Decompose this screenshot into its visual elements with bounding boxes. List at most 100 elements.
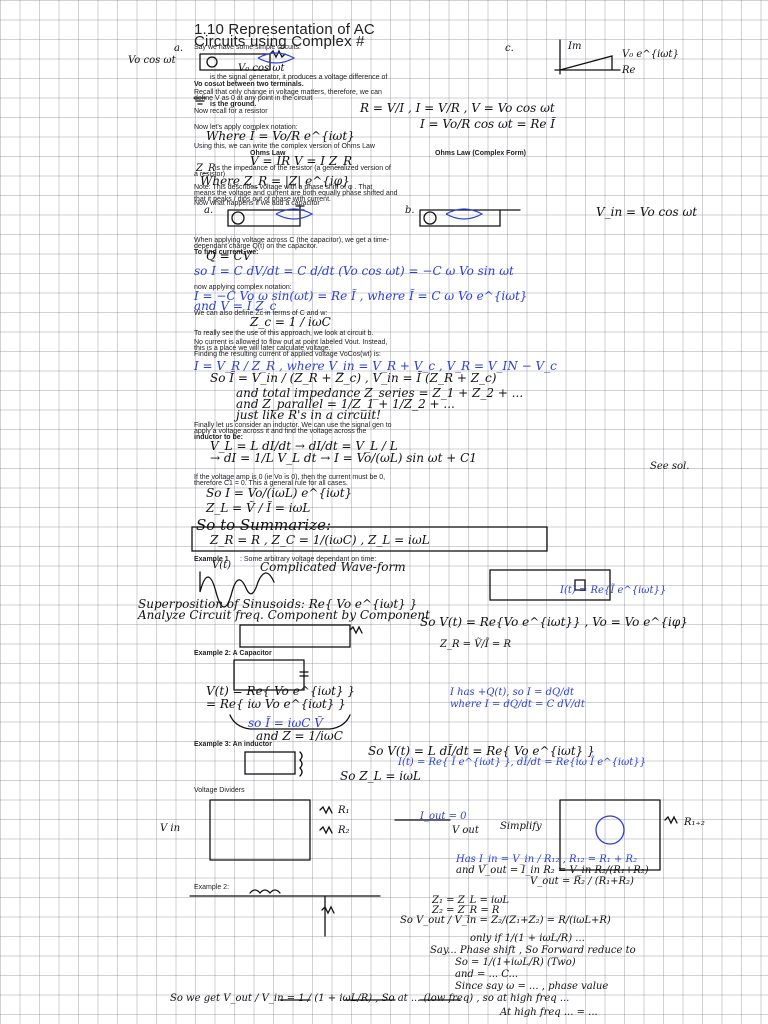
example1-circuit-frame xyxy=(489,569,611,601)
hand-i-tilde: I = Vo/R cos ωt = Re Ĩ xyxy=(420,117,556,131)
hand-label-c: c. xyxy=(505,43,514,54)
typed-inductor3: inductor to be: xyxy=(194,434,243,441)
typed-really-see: To really see the use of this approach, … xyxy=(194,330,374,337)
typed-no-current2: this is a place we will later calculate … xyxy=(194,345,331,352)
capacitor-example-frame xyxy=(233,659,309,691)
hand-since: Since say ω = ... , phase value xyxy=(455,981,609,992)
hand-vin-eq: V_in = Vo cos ωt xyxy=(596,205,698,219)
hand-where-i2: where I = dQ/dt = C dV/dt xyxy=(450,699,585,710)
hand-has: Has I_in = V_in / R₁₂ , R₁₂ = R₁ + R₂ xyxy=(456,854,638,865)
hand-so-i3: So I = Vo/(iωL) e^{iωt} xyxy=(206,486,353,500)
hand-vl: V_L = L dI/dt → dI/dt = V_L / L xyxy=(210,439,398,453)
typed-find-current: To find current, we: xyxy=(194,249,259,256)
hand-r12: R₁₊₂ xyxy=(684,817,705,828)
summary-impedances: Z_R = R , Z_C = 1/(iωC) , Z_L = iωL xyxy=(210,533,430,547)
typed-example1: Example 1 xyxy=(194,556,229,563)
hand-vout-frac: V_out = R₂ / (R₁+R₂) xyxy=(530,876,634,887)
typed-now-complex: now applying complex notation: xyxy=(194,284,292,291)
typed-capacitor: Now what happens if we add a capacitor xyxy=(194,200,320,207)
typed-resistor: Now recall for a resistor xyxy=(194,108,268,115)
hand-label-a: a. xyxy=(174,43,184,54)
hand-re-eiw: = Re{ iω Vo e^{iωt} } xyxy=(206,697,346,711)
hand-only: only if 1/(1 + iωL/R) ... xyxy=(470,933,585,944)
resistor-symbol xyxy=(269,49,286,59)
hand-vout: V out xyxy=(452,825,479,836)
voltage-divider-circuit xyxy=(209,799,451,861)
simplified-circuit xyxy=(559,799,678,871)
hand-vt-re: V(t) = Re{ Vo e^{iωt} } xyxy=(206,684,356,698)
typed-define-zc: We can also define Zc in terms of C and … xyxy=(194,310,328,317)
hand-complicated: Complicated Wave-form xyxy=(260,560,406,574)
hand-superposition: Superposition of Sinusoids: Re{ Vo e^{iω… xyxy=(138,597,418,611)
typed-ground: is the ground. xyxy=(210,101,257,108)
hand-ohm-eqs: V = IR V = I Z_R xyxy=(250,154,353,168)
hand-vt: V(t) xyxy=(212,560,232,571)
typed-intro: Say we have some simple circuits: xyxy=(194,44,301,51)
hand-so-vout: So V_out / V_in = Z₂/(Z₁+Z₂) = R/(iωL+R) xyxy=(400,915,611,926)
hand-label-a2: a. xyxy=(204,205,214,216)
typed-no-current1: No current is allowed to flow out at poi… xyxy=(194,339,388,346)
typed-example2: Example 2: A Capacitor xyxy=(194,650,272,657)
hand-and-z: and Z = 1/iωC xyxy=(256,729,343,743)
hand-vin: V in xyxy=(160,823,181,834)
hand-so-zl: So Z_L = iωL xyxy=(340,769,421,783)
hand-zl: Z_L = Ṽ / Ĩ = iωL xyxy=(206,501,311,515)
typed-finding: Finding the resulting current of applied… xyxy=(194,351,381,358)
typed-charge1: When applying voltage across C (the capa… xyxy=(194,237,389,244)
hand-re: Re xyxy=(622,65,636,76)
typed-amp1: If the voltage amp is 0 (ie Vo is 0), th… xyxy=(194,474,386,481)
typed-ohms-law: Ohms Law xyxy=(250,150,286,157)
page-title-line2: Circuits using Complex # xyxy=(194,33,365,50)
hand-it-blue: I(t) = Re{Ĩ e^{iωt}} xyxy=(560,585,667,596)
hand-it-blue2: I(t) = Re{ Ĩ e^{iωt} }, dĨ/dt = Re{iω Ĩ … xyxy=(398,757,647,768)
hand-i-vr: I = V_R / Z_R , where V_in = V_R + V_c ,… xyxy=(194,359,557,373)
typed-inductor1: Finally let us consider an inductor. We … xyxy=(194,422,392,429)
hand-z1: Z₁ = Z_L = iωL xyxy=(432,895,510,906)
hand-di: → dI = 1/L V_L dt → I = Vo/(ωL) sin ωt +… xyxy=(210,451,477,465)
hand-so-i: so I = C dV/dt = C d/dt (Vo cos ωt) = −C… xyxy=(194,264,514,278)
hand-zr: Z_R xyxy=(196,163,216,174)
hand-say: Say... Phase shift , So Forward reduce t… xyxy=(430,945,636,956)
typed-note1: Note: This describes voltage with a phas… xyxy=(194,184,373,191)
typed-charge2: dependant charge Q(t) on the capacitor. xyxy=(194,243,318,250)
hand-vl2: So V(t) = L dĨ/dt = Re{ Vo e^{iωt} } xyxy=(368,744,595,758)
typed-voltage-dividers: Voltage Dividers xyxy=(194,787,245,794)
hand-so-ratio: So = 1/(1+iωL/R) (Two) xyxy=(455,957,576,968)
hand-analyze: Analyze Circuit freq. Component by Compo… xyxy=(138,608,430,622)
signal-generator-symbol xyxy=(206,56,218,68)
hand-so-vt: So V(t) = Re{Vo e^{iωt}} , Vo = Vo e^{iφ… xyxy=(420,615,688,629)
hand-q-cv: Q = CV xyxy=(206,249,252,263)
blue-ellipse-3 xyxy=(445,208,484,220)
typed-example1-desc: : Some arbitrary voltage dependant on ti… xyxy=(240,556,377,563)
hand-so-we-get: So we get V_out / V_in = 1 / (1 + iωL/R)… xyxy=(170,993,570,1004)
hand-vo-label: V₀ cos ωt xyxy=(238,63,285,74)
hand-v-iz: and V = Ĩ Z_c xyxy=(194,299,277,313)
hand-see-sol: See sol. xyxy=(650,461,690,472)
hand-label-b: b. xyxy=(405,205,415,216)
blue-ellipse-1 xyxy=(257,52,296,64)
hand-simplify: Simplify xyxy=(500,821,542,832)
typed-inductor2: apply a voltage across it and find the v… xyxy=(194,428,367,435)
hand-parallel: and Z_parallel = 1/Z_1 + 1/Z_2 + ... xyxy=(236,397,455,411)
typed-recall1: Recall that only change in voltage matte… xyxy=(194,89,382,96)
typed-gen1: is the signal generator, it produces a v… xyxy=(210,74,388,81)
hand-just-like: just like R's in a circuit! xyxy=(236,408,381,422)
hand-iout: I_out = 0 xyxy=(420,811,467,822)
page-title-line1: 1.10 Representation of AC xyxy=(194,21,375,38)
hand-so-i-iwc: so Ĩ = iωC Ṽ xyxy=(248,716,323,730)
hand-resistor-eqs: R = V/I , I = V/R , V = Vo cos ωt xyxy=(360,101,555,115)
typed-ohms-intro: Using this, we can write the complex ver… xyxy=(194,143,375,150)
hand-i-cplx: I = −C Vo ω sin(ωt) = Re Ĩ , where Ĩ = C… xyxy=(194,289,528,303)
capacitor-circuit-a xyxy=(227,205,305,227)
hand-z2: Z₂ = Z_R = R xyxy=(432,905,500,916)
phasor-diagram xyxy=(554,39,621,75)
hand-and-vout: and V_out = I_in R₂ = V_in R₂/(R₁+R₂) xyxy=(456,865,649,876)
typed-gen2: Vo cosωt between two terminals. xyxy=(194,81,304,88)
lr-circuit-sketch xyxy=(189,889,381,937)
hand-r2: R₂ xyxy=(338,825,350,836)
typed-note2: means the voltage and current are both e… xyxy=(194,190,398,197)
hand-r1: R₁ xyxy=(338,805,350,816)
ground-symbol xyxy=(193,97,207,105)
